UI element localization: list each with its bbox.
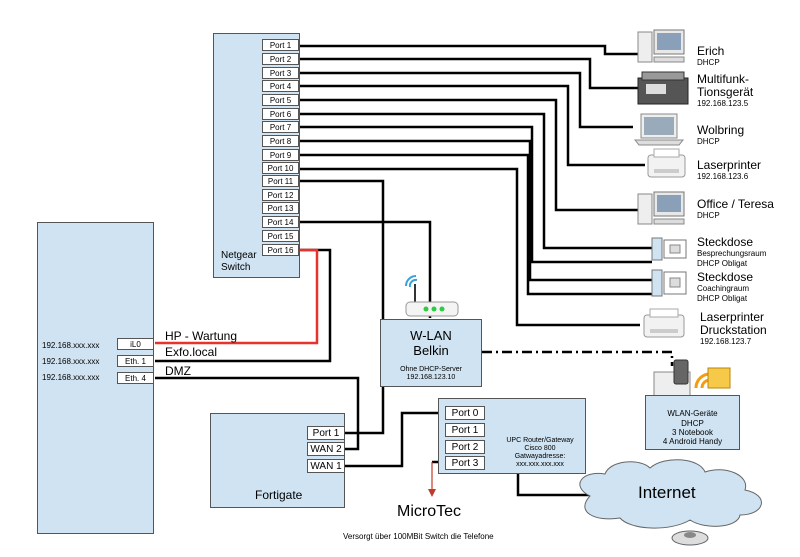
switch-port[interactable]: Port 12 <box>262 189 299 201</box>
device-steckdose-coaching: Steckdose Coachingraum DHCP Obligat <box>697 270 754 304</box>
device-druckstation: Laserprinter Druckstation 192.168.123.7 <box>700 310 767 347</box>
switch-port[interactable]: Port 13 <box>262 202 299 214</box>
link-port7-steckdose2 <box>299 125 652 264</box>
server-port-eth1[interactable]: Eth. 1 <box>117 355 154 367</box>
link-port9-steckdose4 <box>299 153 652 296</box>
arrow-head <box>428 489 436 497</box>
switch-port[interactable]: Port 5 <box>262 94 299 106</box>
server-ip-3: 192.168.xxx.xxx <box>42 373 100 382</box>
switch-port[interactable]: Port 4 <box>262 80 299 92</box>
router-port3[interactable]: Port 3 <box>445 456 485 470</box>
router-port2[interactable]: Port 2 <box>445 440 485 454</box>
link-port4-laserprinter <box>299 84 645 167</box>
device-wolbring: Wolbring DHCP <box>697 123 745 147</box>
wlan-devices-box: WLAN-Geräte DHCP 3 Notebook 4 Android Ha… <box>645 395 740 450</box>
link-port10-druckstation <box>299 167 640 327</box>
desktop-computer-icon <box>637 190 687 228</box>
multifunction-printer-icon <box>636 70 690 108</box>
switch-port[interactable]: Port 3 <box>262 67 299 79</box>
link-eth4-fortigate <box>155 376 360 451</box>
link-wan1-router <box>345 411 445 468</box>
wireless-devices-icon <box>652 358 732 400</box>
switch-port[interactable]: Port 14 <box>262 216 299 228</box>
switch-name: Netgear Switch <box>221 250 257 273</box>
router-port1[interactable]: Port 1 <box>445 423 485 437</box>
device-multifunktion: Multifunk- Tionsgerät 192.168.123.5 <box>697 72 754 109</box>
link-port5-office <box>299 98 640 212</box>
microtec-label: MicroTec <box>397 503 462 520</box>
switch-port[interactable]: Port 9 <box>262 149 299 161</box>
laser-printer-icon <box>644 147 689 181</box>
laser-printer-icon <box>640 307 688 341</box>
device-laserprinter: Laserprinter 192.168.123.6 <box>697 158 762 182</box>
switch-port[interactable]: Port 1 <box>262 39 299 51</box>
switch-port[interactable]: Port 8 <box>262 135 299 147</box>
switch-port[interactable]: Port 11 <box>262 175 299 187</box>
link-port1-erich <box>299 44 640 56</box>
device-steckdose-besprechung: Steckdose Besprechungsraum DHCP Obligat <box>697 235 767 269</box>
link-port3-wolbring <box>299 71 633 129</box>
link-ilo-red <box>155 248 319 345</box>
footer-note: Versorgt über 100MBit Switch die Telefon… <box>343 532 494 541</box>
device-office-teresa: Office / Teresa DHCP <box>697 197 774 221</box>
server-port-ilo[interactable]: iL0 <box>117 338 154 350</box>
link-port6-steckdose1 <box>299 112 652 250</box>
device-erich: Erich DHCP <box>697 44 725 68</box>
switch-port[interactable]: Port 16 <box>262 244 299 256</box>
router-description: UPC Router/Gateway Cisco 800 Gatwayadres… <box>506 437 574 468</box>
internet-cloud <box>579 459 762 529</box>
fortigate-wan1[interactable]: WAN 1 <box>307 459 345 473</box>
link-wlan-devices-dashed <box>482 350 674 366</box>
link-port8-steckdose3 <box>299 139 652 282</box>
label-exfo-local: Exfo.local <box>165 345 218 359</box>
label-dmz: DMZ <box>165 364 191 378</box>
fortigate-wan2[interactable]: WAN 2 <box>307 442 345 456</box>
laptop-icon <box>633 112 685 146</box>
label-hp-wartung: HP - Wartung <box>165 329 238 343</box>
switch-port[interactable]: Port 6 <box>262 108 299 120</box>
desktop-computer-icon <box>637 28 687 66</box>
link-port14-wlan <box>299 220 432 318</box>
wlan-belkin: W-LAN Belkin Ohne DHCP-Server 192.168.12… <box>380 319 482 387</box>
router-port0[interactable]: Port 0 <box>445 406 485 420</box>
fortigate-port1[interactable]: Port 1 <box>307 426 345 440</box>
internet-label: Internet <box>638 483 696 502</box>
link-port2-multifunktion <box>299 57 640 90</box>
switch-port[interactable]: Port 7 <box>262 121 299 133</box>
link-router-internet <box>516 472 590 497</box>
link-port11-fortigate <box>299 179 385 435</box>
switch-port[interactable]: Port 15 <box>262 230 299 242</box>
switch-port[interactable]: Port 2 <box>262 53 299 65</box>
server-port-eth4[interactable]: Eth. 4 <box>117 372 154 384</box>
wifi-router-icon <box>402 272 462 322</box>
wall-socket-icon <box>650 268 690 298</box>
server-ip-1: 192.168.xxx.xxx <box>42 341 100 350</box>
switch-port[interactable]: Port 10 <box>262 162 299 174</box>
wall-socket-icon <box>650 236 690 262</box>
server-ip-2: 192.168.xxx.xxx <box>42 357 100 366</box>
fortigate-name: Fortigate <box>255 488 303 502</box>
